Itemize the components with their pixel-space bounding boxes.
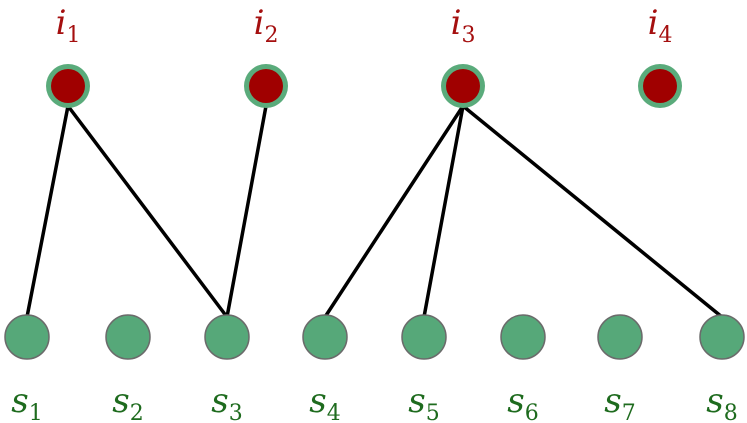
- node-s7: [597, 314, 643, 360]
- label-subscript-s4: 4: [327, 401, 341, 423]
- node-s2: [105, 314, 151, 360]
- label-subscript-i4: 4: [658, 23, 672, 48]
- label-i4: i4: [648, 3, 673, 48]
- label-s4: s4: [309, 381, 340, 423]
- label-s6: s6: [507, 381, 538, 423]
- label-base-i1: i: [56, 3, 67, 43]
- label-s7: s7: [604, 381, 635, 423]
- node-i1: [51, 69, 85, 103]
- label-subscript-s8: 8: [724, 401, 738, 423]
- label-subscript-i2: 2: [264, 23, 278, 48]
- node-i3: [446, 69, 480, 103]
- node-s3: [204, 314, 250, 360]
- node-i4: [643, 69, 677, 103]
- label-s5: s5: [408, 381, 439, 423]
- label-subscript-s5: 5: [426, 401, 440, 423]
- label-subscript-s7: 7: [622, 401, 636, 423]
- label-base-s8: s: [706, 381, 723, 421]
- label-i1: i1: [56, 3, 81, 48]
- label-subscript-s3: 3: [229, 401, 243, 423]
- label-subscript-i1: 1: [66, 23, 80, 48]
- edges: [25, 104, 724, 319]
- edge-i3-s4: [323, 104, 465, 319]
- label-base-s4: s: [309, 381, 326, 421]
- label-base-s7: s: [604, 381, 621, 421]
- label-base-s5: s: [408, 381, 425, 421]
- label-s3: s3: [211, 381, 242, 423]
- label-s8: s8: [706, 381, 737, 423]
- label-base-s3: s: [211, 381, 228, 421]
- node-s6: [500, 314, 546, 360]
- label-subscript-s1: 1: [29, 401, 43, 423]
- node-s5: [401, 314, 447, 360]
- label-subscript-s2: 2: [130, 401, 144, 423]
- label-i2: i2: [254, 3, 279, 48]
- edge-i2-s3: [225, 104, 268, 319]
- edge-i3-s5: [422, 104, 465, 319]
- node-s8: [699, 314, 745, 360]
- label-i3: i3: [451, 3, 476, 48]
- label-base-s1: s: [11, 381, 28, 421]
- label-subscript-i3: 3: [461, 23, 475, 48]
- label-base-i4: i: [648, 3, 659, 43]
- edge-i1-s1: [25, 104, 70, 319]
- label-s1: s1: [11, 381, 42, 423]
- node-s1: [4, 314, 50, 360]
- label-s2: s2: [112, 381, 143, 423]
- node-s4: [302, 314, 348, 360]
- node-i2: [249, 69, 283, 103]
- label-base-s2: s: [112, 381, 129, 421]
- label-base-s6: s: [507, 381, 524, 421]
- label-base-i3: i: [451, 3, 462, 43]
- label-subscript-s6: 6: [525, 401, 539, 423]
- edge-i3-s8: [461, 104, 724, 319]
- edge-i1-s3: [66, 104, 229, 319]
- label-base-i2: i: [254, 3, 265, 43]
